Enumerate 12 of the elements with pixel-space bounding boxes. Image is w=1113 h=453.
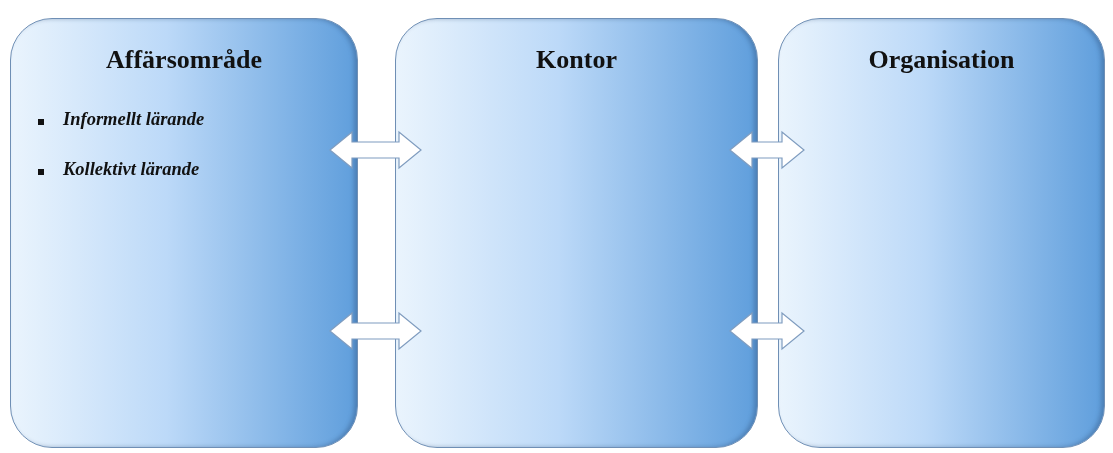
double-arrow: [329, 311, 422, 351]
panel-heading: Kontor: [536, 45, 617, 75]
double-arrow: [729, 311, 805, 351]
rounded-panel: [10, 18, 358, 448]
bullet-item: Kollektivt lärande: [63, 159, 200, 180]
double-arrow: [329, 130, 422, 170]
panel-heading: Affärsområde: [106, 45, 262, 75]
double-arrow: [729, 130, 805, 170]
panel-heading: Organisation: [868, 45, 1015, 75]
rounded-panel: [395, 18, 758, 448]
bullet-item: Informellt lärande: [63, 109, 205, 130]
rounded-panel: [778, 18, 1105, 448]
